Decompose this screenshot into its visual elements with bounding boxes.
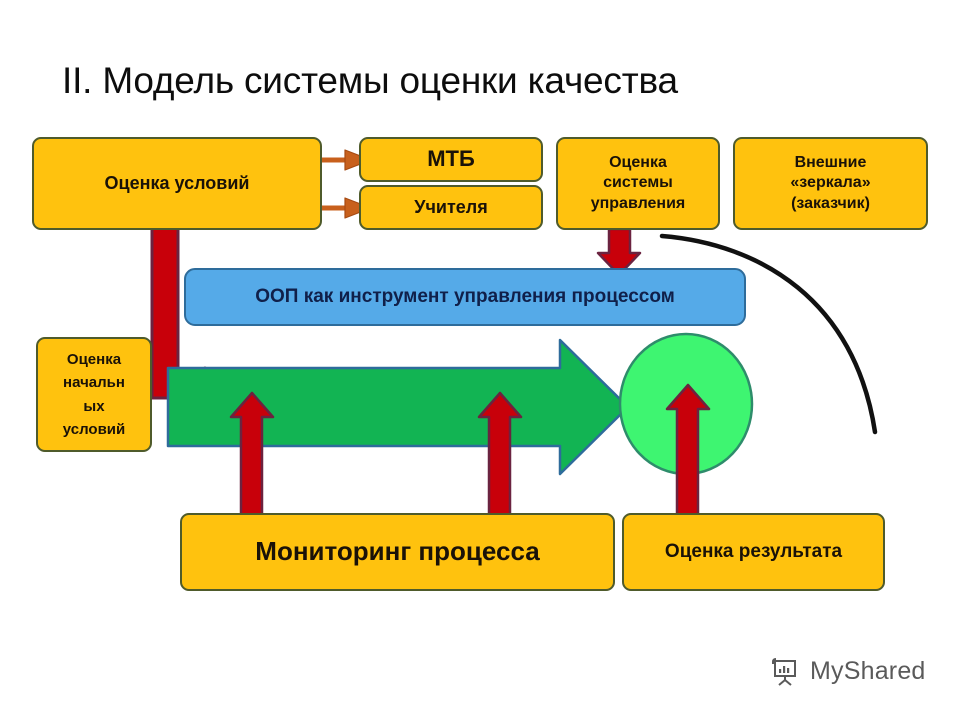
node-label: Оценка результата — [664, 540, 843, 562]
connector-monitoring-to-process-left — [229, 391, 275, 518]
node-external-mirrors[interactable]: Внешние «зеркала» (заказчик) — [733, 137, 928, 230]
presentation-board-icon — [772, 658, 796, 686]
node-conditions-assessment[interactable]: Оценка условий — [32, 137, 322, 230]
connector-monitoring-to-process-right — [477, 391, 523, 518]
connector-result-to-outcome — [665, 383, 711, 518]
connector-process-flow — [166, 338, 630, 476]
node-label: Внешние «зеркала» (заказчик) — [790, 153, 871, 212]
shape-outcome-ellipse — [618, 332, 754, 476]
node-teachers[interactable]: Учителя — [359, 185, 543, 230]
node-label: МТБ — [427, 146, 475, 172]
node-result-assessment[interactable]: Оценка результата — [622, 513, 885, 591]
node-label: ООП как инструмент управления процессом — [255, 285, 675, 307]
node-process-monitoring[interactable]: Мониторинг процесса — [180, 513, 615, 591]
node-label: Оценка условий — [104, 172, 250, 193]
page-title: II. Модель системы оценки качества — [62, 60, 678, 101]
watermark-label: MyShared — [810, 656, 926, 685]
node-label: Учителя — [414, 196, 488, 217]
node-label: Оценка начальн ых условий — [62, 351, 126, 438]
node-mtb[interactable]: МТБ — [359, 137, 543, 182]
node-management-system-assessment[interactable]: Оценка системы управления — [556, 137, 720, 230]
node-oop-tool[interactable]: ООП как инструмент управления процессом — [184, 268, 746, 326]
node-initial-conditions[interactable]: Оценка начальн ых условий — [36, 337, 152, 452]
node-label: Оценка системы управления — [590, 153, 686, 212]
myshared-watermark: MyShared — [770, 655, 926, 687]
node-label: Мониторинг процесса — [255, 536, 540, 567]
connector-feedback-curve — [659, 233, 878, 435]
